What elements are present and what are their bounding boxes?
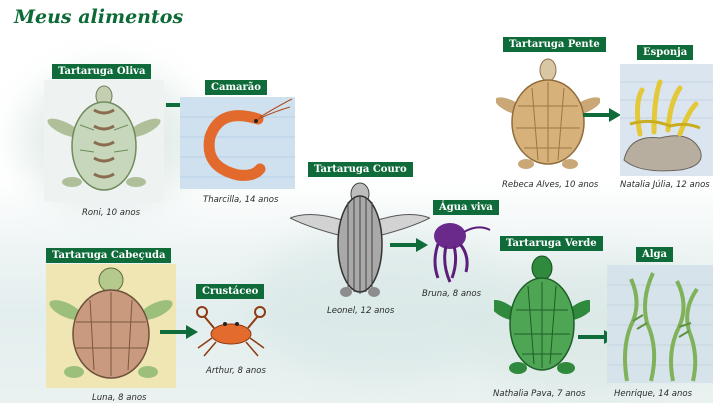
arrow-right-icon bbox=[390, 238, 428, 252]
label-crustaceo: Crustáceo bbox=[196, 284, 264, 299]
author-caption: Arthur, 8 anos bbox=[206, 366, 266, 376]
label-agua-viva: Água viva bbox=[433, 200, 499, 215]
author-caption: Leonel, 12 anos bbox=[327, 306, 394, 316]
jellyfish-drawing bbox=[424, 216, 494, 286]
author-caption: Henrique, 14 anos bbox=[614, 389, 692, 399]
loggerhead-turtle-drawing bbox=[46, 264, 176, 388]
label-esponja: Esponja bbox=[637, 45, 693, 60]
page-title: Meus alimentos bbox=[14, 6, 183, 28]
label-tartaruga-cabecuda: Tartaruga Cabeçuda bbox=[46, 248, 171, 263]
olive-turtle-drawing bbox=[44, 80, 164, 202]
label-tartaruga-couro: Tartaruga Couro bbox=[308, 162, 413, 177]
label-alga: Alga bbox=[636, 247, 673, 262]
author-caption: Bruna, 8 anos bbox=[422, 289, 481, 299]
arrow-right-icon bbox=[583, 108, 621, 122]
label-tartaruga-verde: Tartaruga Verde bbox=[500, 236, 603, 251]
author-caption: Rebeca Alves, 10 anos bbox=[502, 180, 598, 190]
author-caption: Nathalia Pava, 7 anos bbox=[493, 389, 585, 399]
author-caption: Tharcilla, 14 anos bbox=[203, 195, 278, 205]
label-camarao: Camarão bbox=[205, 80, 267, 95]
green-turtle-drawing bbox=[494, 254, 590, 382]
sponge-drawing bbox=[620, 64, 713, 176]
label-tartaruga-pente: Tartaruga Pente bbox=[503, 37, 606, 52]
seaweed-drawing bbox=[607, 265, 713, 383]
author-caption: Luna, 8 anos bbox=[92, 393, 146, 403]
author-caption: Natalia Júlia, 12 anos bbox=[620, 180, 710, 190]
crab-drawing bbox=[190, 302, 272, 362]
shrimp-drawing bbox=[180, 97, 295, 189]
label-tartaruga-oliva: Tartaruga Oliva bbox=[52, 64, 151, 79]
author-caption: Roni, 10 anos bbox=[82, 208, 140, 218]
